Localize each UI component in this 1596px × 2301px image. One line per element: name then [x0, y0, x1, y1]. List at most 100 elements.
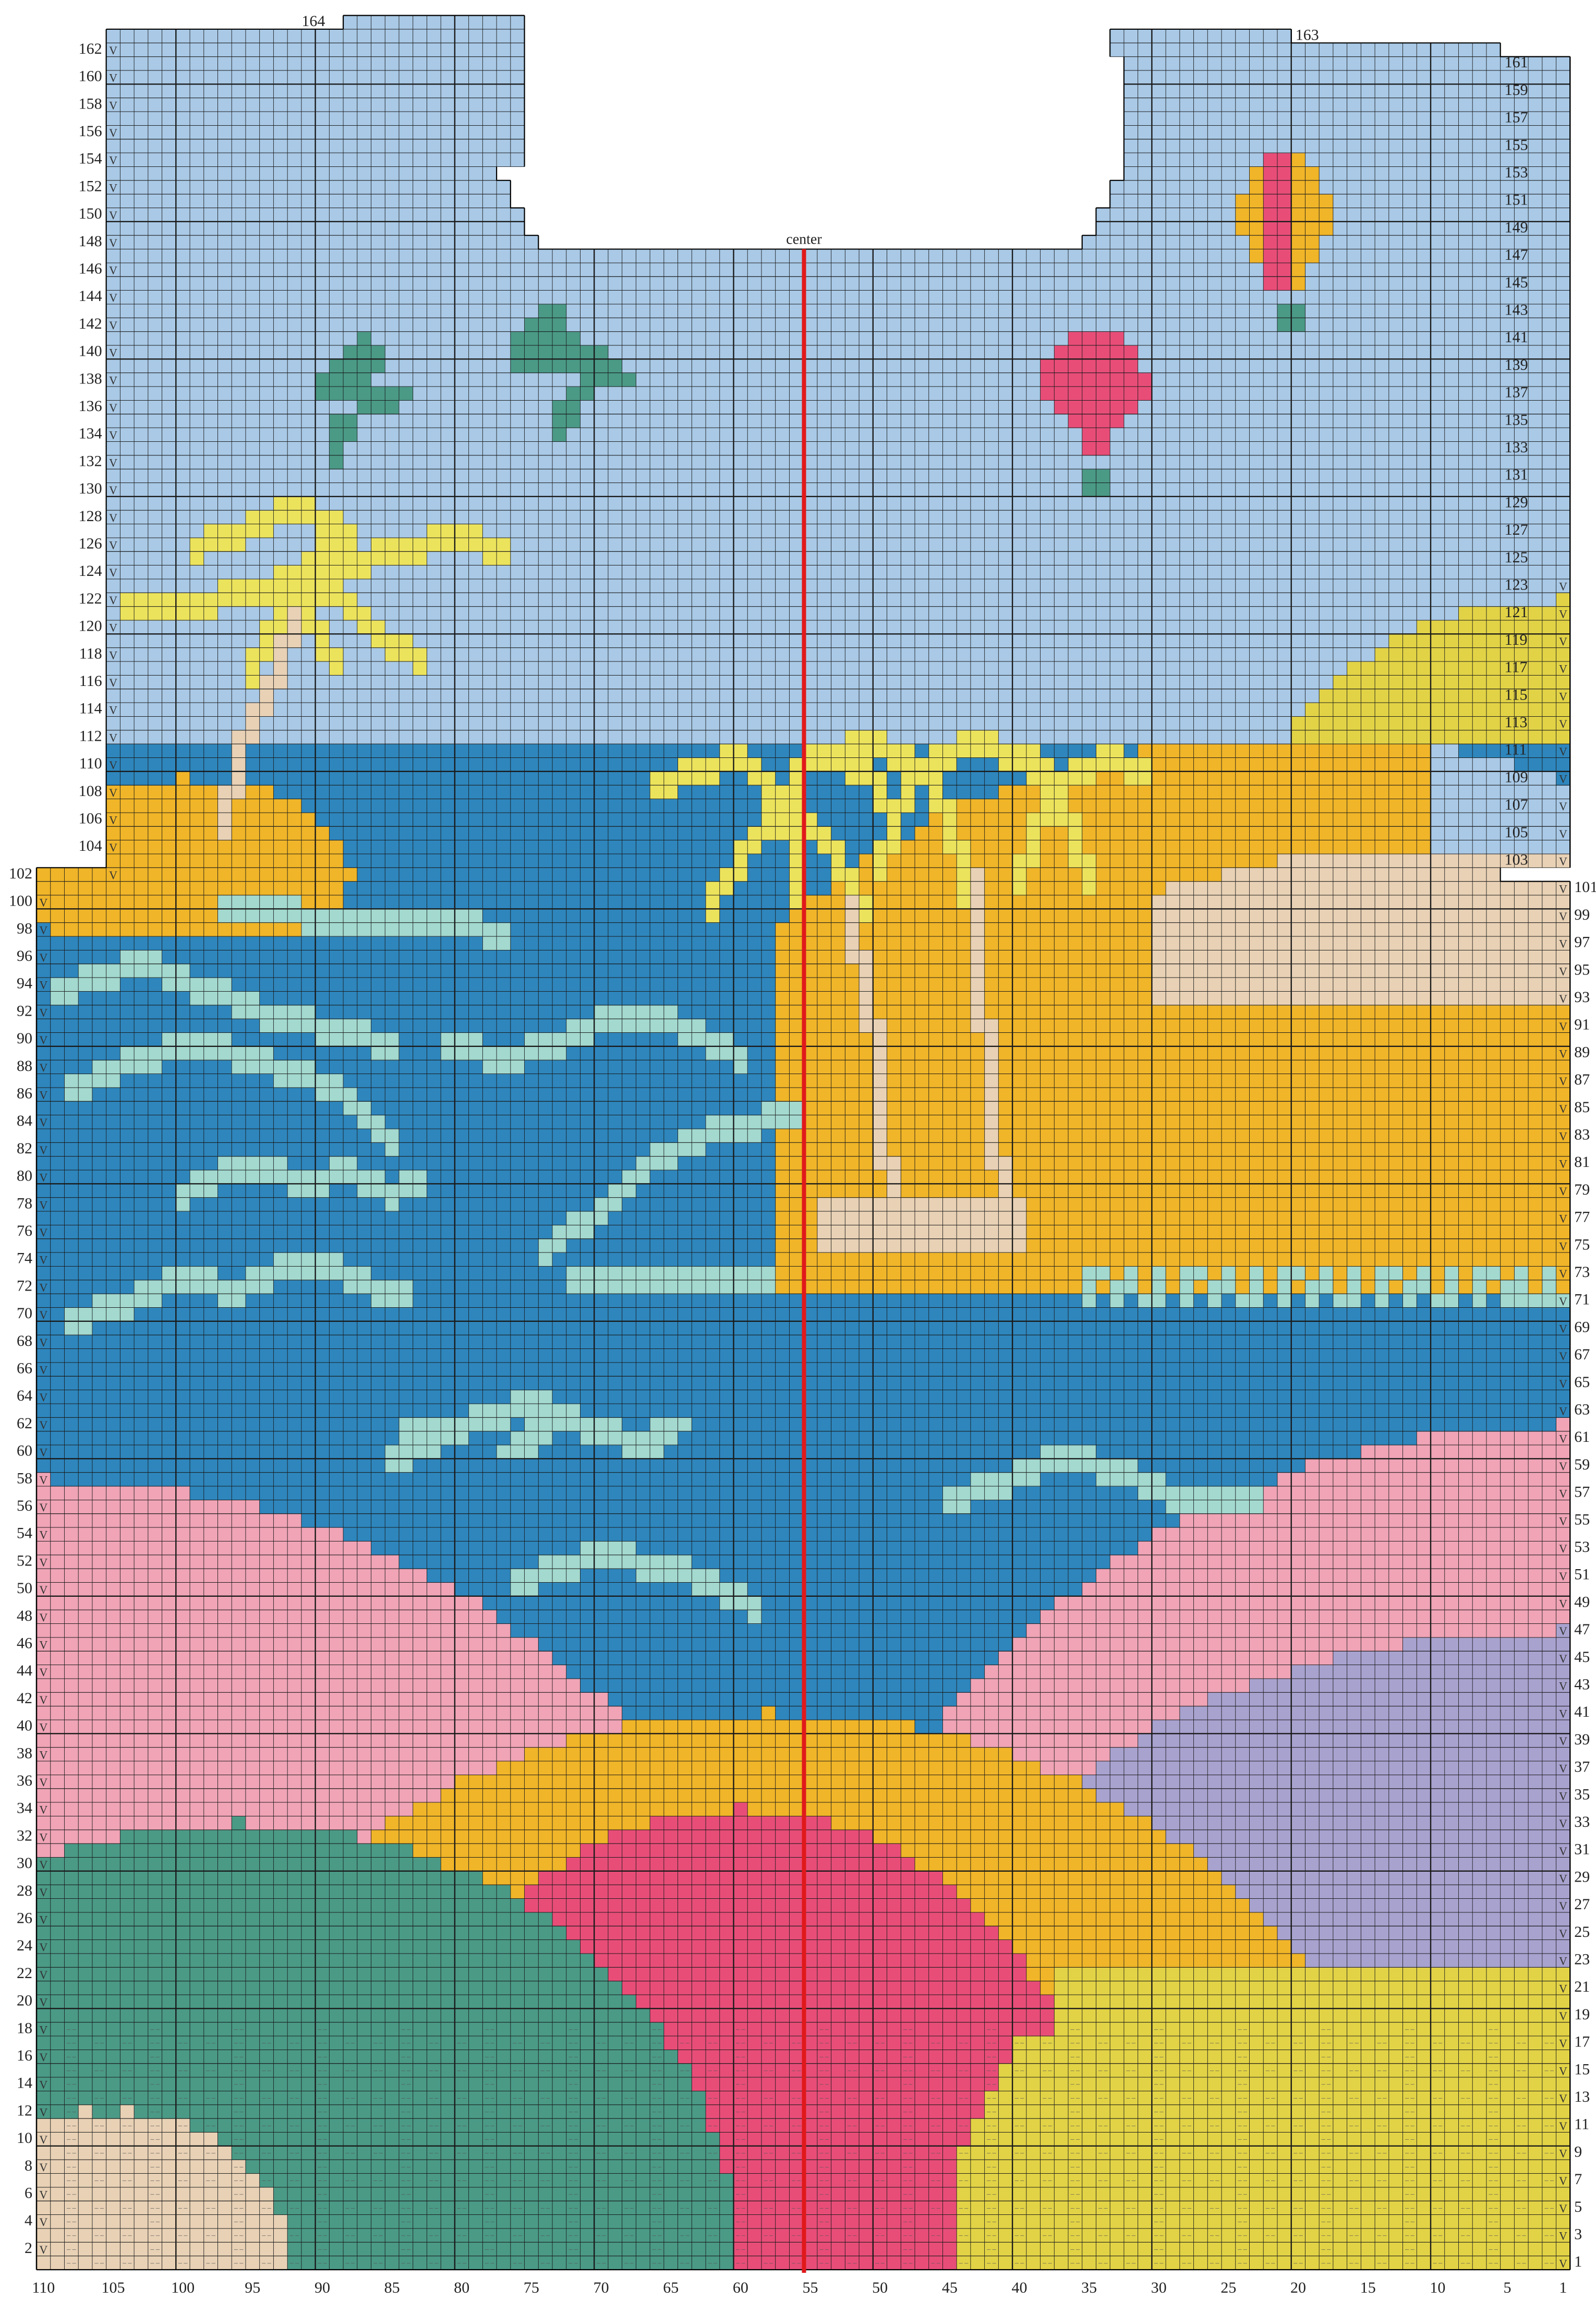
decrease-symbol: V	[1559, 2230, 1567, 2243]
stitch-symbol: – –	[568, 2232, 578, 2239]
stitch-cell-run	[106, 291, 1570, 305]
stitch-cell-run	[957, 758, 999, 772]
row-label-left: 162	[79, 40, 102, 57]
stitch-symbol: – –	[1377, 2039, 1387, 2047]
stitch-cell-run	[1556, 593, 1570, 607]
stitch-symbol: – –	[66, 2053, 77, 2061]
stitch-cell-run	[1054, 758, 1068, 772]
stitch-cell-run	[525, 1033, 595, 1047]
stitch-symbol: – –	[903, 2108, 913, 2116]
stitch-cell-run	[1333, 194, 1570, 208]
row-label-right: 87	[1574, 1071, 1590, 1088]
stitch-cell-run	[120, 607, 218, 621]
stitch-cell-run	[1152, 1266, 1166, 1280]
stitch-symbol: – –	[1377, 2204, 1387, 2212]
stitch-cell-run	[106, 524, 204, 538]
stitch-cell-run	[371, 373, 581, 387]
stitch-symbol: – –	[1544, 2039, 1554, 2047]
stitch-symbol: – –	[930, 2149, 941, 2157]
stitch-cell-run	[747, 854, 790, 868]
stitch-symbol: – –	[903, 2122, 913, 2129]
stitch-symbol: – –	[1014, 2259, 1025, 2267]
stitch-cell-run	[273, 565, 371, 580]
row-label-left: 40	[17, 1717, 32, 1734]
stitch-symbol: – –	[568, 2259, 578, 2267]
stitch-cell-run	[566, 1926, 999, 1940]
decrease-symbol: V	[39, 1748, 47, 1761]
stitch-cell-run	[37, 1967, 609, 1981]
stitch-cell-run	[971, 950, 985, 964]
row-label-right: 147	[1505, 246, 1528, 263]
row-label-left: 144	[79, 287, 102, 305]
stitch-cell-run	[399, 1046, 441, 1061]
stitch-cell-run	[37, 1142, 385, 1156]
stitch-symbol: – –	[1210, 2122, 1220, 2129]
stitch-cell-run	[971, 909, 985, 923]
stitch-symbol: – –	[986, 2067, 997, 2075]
stitch-symbol: – –	[178, 2232, 188, 2239]
stitch-symbol: – –	[485, 2039, 495, 2047]
stitch-symbol: – –	[791, 2232, 802, 2239]
stitch-cell-run	[776, 1211, 818, 1225]
stitch-symbol: – –	[735, 2108, 746, 2116]
stitch-symbol: – –	[401, 2053, 412, 2061]
row-label-left: 2	[25, 2239, 32, 2257]
stitch-symbol: – –	[1489, 2163, 1499, 2171]
stitch-symbol: – –	[1042, 2149, 1053, 2157]
stitch-cell-run	[106, 854, 344, 868]
stitch-symbol: – –	[819, 2053, 830, 2061]
stitch-cell-run	[901, 826, 915, 840]
stitch-symbol: – –	[652, 2163, 662, 2171]
stitch-symbol: – –	[94, 2067, 105, 2075]
stitch-cell-run	[1110, 469, 1570, 483]
stitch-symbol: – –	[1042, 2259, 1053, 2267]
stitch-symbol: – –	[345, 2094, 356, 2102]
decrease-symbol: V	[1559, 1350, 1567, 1363]
stitch-symbol: – –	[1433, 2039, 1443, 2047]
row-label-right: 141	[1505, 329, 1528, 346]
stitch-cell-run	[1194, 1280, 1208, 1294]
stitch-symbol: – –	[150, 2149, 160, 2157]
stitch-cell-run	[1291, 222, 1334, 236]
stitch-symbol: – –	[1070, 2149, 1081, 2157]
stitch-cell-run	[1166, 882, 1570, 896]
row-label-right: 57	[1574, 1484, 1590, 1501]
row-label-right: 149	[1505, 219, 1528, 236]
stitch-symbol: – –	[205, 2122, 216, 2129]
stitch-symbol: – –	[568, 2067, 578, 2075]
stitch-symbol: – –	[930, 2232, 941, 2239]
stitch-cell-run	[1333, 222, 1570, 236]
stitch-cell-run	[217, 579, 343, 593]
stitch-cell-run	[789, 772, 803, 786]
stitch-cell-run	[789, 868, 803, 882]
stitch-cell-run	[120, 1830, 357, 1844]
stitch-symbol: – –	[1181, 2204, 1192, 2212]
stitch-cell-run	[873, 1115, 887, 1129]
stitch-cell-run	[1138, 1733, 1570, 1748]
stitch-symbol: – –	[847, 2149, 857, 2157]
stitch-symbol: – –	[429, 2094, 439, 2102]
stitch-symbol: – –	[1070, 2067, 1081, 2075]
stitch-cell-run	[971, 923, 985, 937]
stitch-cell-run	[204, 551, 302, 565]
stitch-cell-run	[37, 1225, 553, 1239]
row-label-right: 157	[1505, 109, 1528, 126]
stitch-cell-run	[1082, 840, 1431, 854]
decrease-symbol: V	[109, 71, 117, 85]
decrease-symbol: V	[39, 1941, 47, 1954]
stitch-cell-run	[37, 1858, 441, 1872]
stitch-symbol: – –	[1098, 2259, 1108, 2267]
stitch-symbol: – –	[1377, 2067, 1387, 2075]
stitch-cell-run	[1082, 868, 1096, 882]
decrease-symbol: V	[1559, 1020, 1567, 1033]
stitch-cell-run	[162, 1033, 232, 1047]
stitch-symbol: – –	[708, 2094, 718, 2102]
row-label-left: 128	[79, 508, 102, 525]
decrease-symbol: V	[1559, 2257, 1567, 2270]
stitch-cell-run	[971, 978, 985, 992]
row-label-left: 64	[17, 1387, 32, 1404]
row-label-left: 74	[17, 1250, 32, 1267]
stitch-cell-run	[497, 1445, 539, 1459]
stitch-symbol: – –	[1544, 2094, 1554, 2102]
decrease-symbol: V	[109, 594, 117, 607]
